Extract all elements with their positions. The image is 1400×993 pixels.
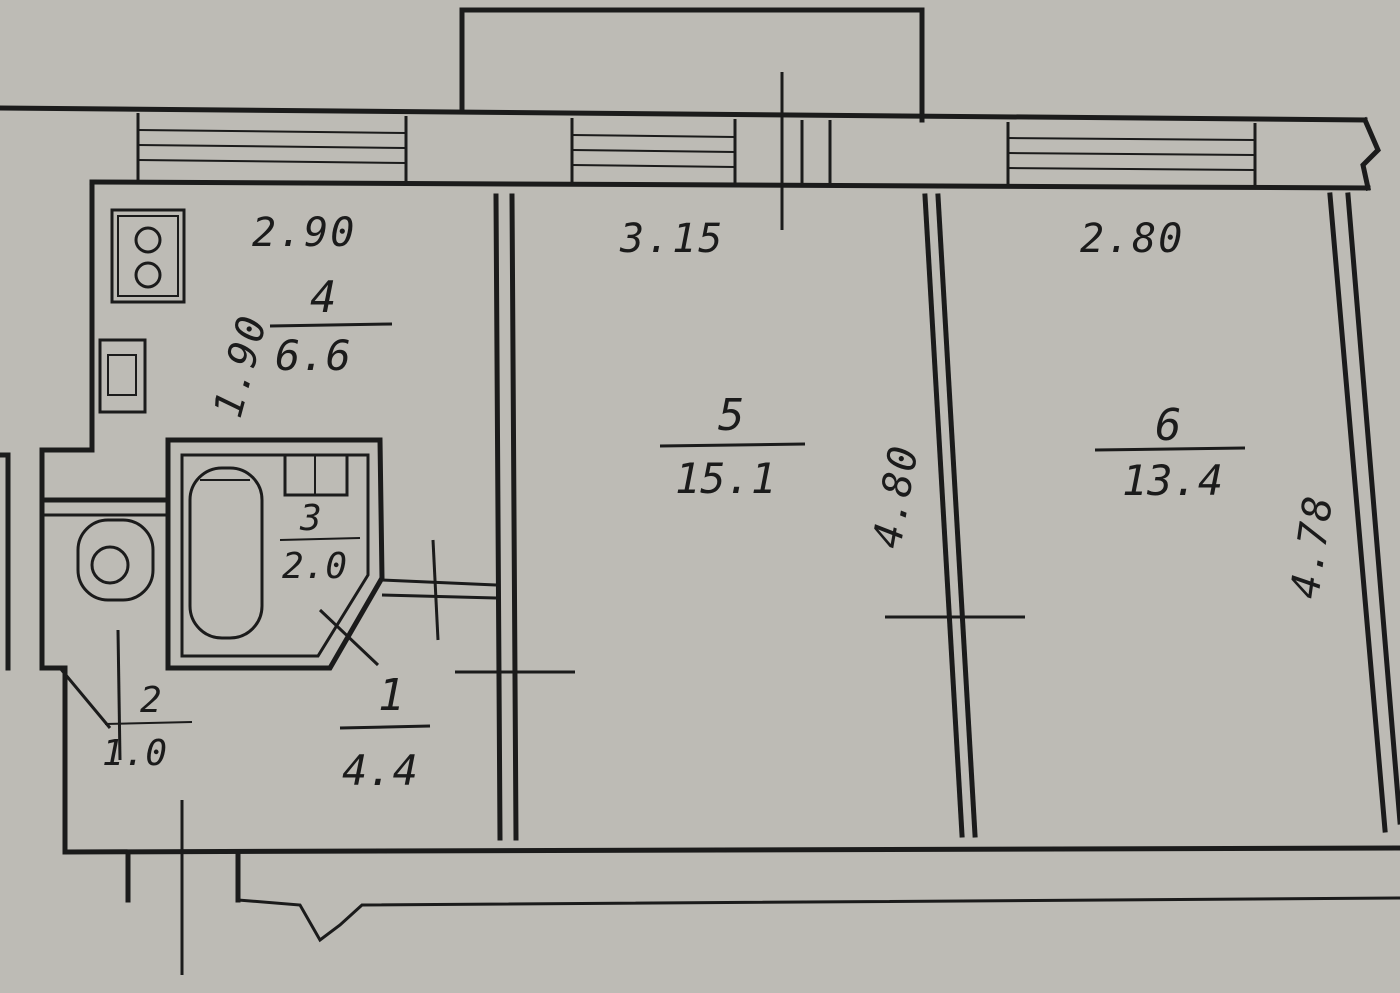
room-4-area: 6.6: [275, 331, 351, 380]
room-2-label: 2 1.0: [102, 680, 193, 774]
room-5-area: 15.1: [675, 454, 776, 503]
window: [136, 113, 408, 183]
room-4-depth-label: 1.90: [205, 310, 276, 423]
window: [1006, 122, 1257, 188]
bathtub-icon: [188, 466, 264, 640]
room-5-width-label: 3.15: [619, 216, 724, 262]
room-6-width-label: 2.80: [1080, 216, 1184, 262]
room-1-label: 1 4.4: [339, 670, 431, 795]
room-4-label: 4 6.6: [269, 272, 393, 380]
window: [570, 118, 737, 185]
room-6-area: 13.4: [1122, 456, 1223, 505]
room-1-area: 4.4: [342, 746, 418, 795]
balcony-door: [780, 72, 832, 230]
stove-icon: [110, 208, 186, 304]
room-1-number: 1: [378, 670, 405, 721]
room-2-area: 1.0: [102, 733, 167, 774]
room-4-number: 4: [310, 272, 337, 323]
room-3-label: 3 2.0: [279, 498, 361, 587]
room-5-label: 5 15.1: [659, 390, 806, 503]
partitions: [39, 192, 1400, 841]
facade-wall: [0, 72, 1381, 230]
outer-walls: [0, 179, 1400, 975]
room-6-label: 6 13.4: [1094, 400, 1246, 505]
room-5-depth-label: 4.80: [865, 441, 928, 552]
room-3-area: 2.0: [282, 546, 347, 587]
room-6-depth-label: 4.78: [1282, 492, 1342, 602]
room-6-number: 6: [1155, 400, 1182, 451]
room-3-number: 3: [299, 498, 322, 539]
room-2-number: 2: [140, 680, 162, 721]
washbasin-icon: [283, 453, 349, 497]
toilet-icon: [76, 518, 155, 602]
room-5-number: 5: [718, 390, 745, 441]
sink-icon: [98, 338, 147, 414]
room-4-width-label: 2.90: [252, 210, 356, 256]
balcony: [459, 7, 925, 123]
